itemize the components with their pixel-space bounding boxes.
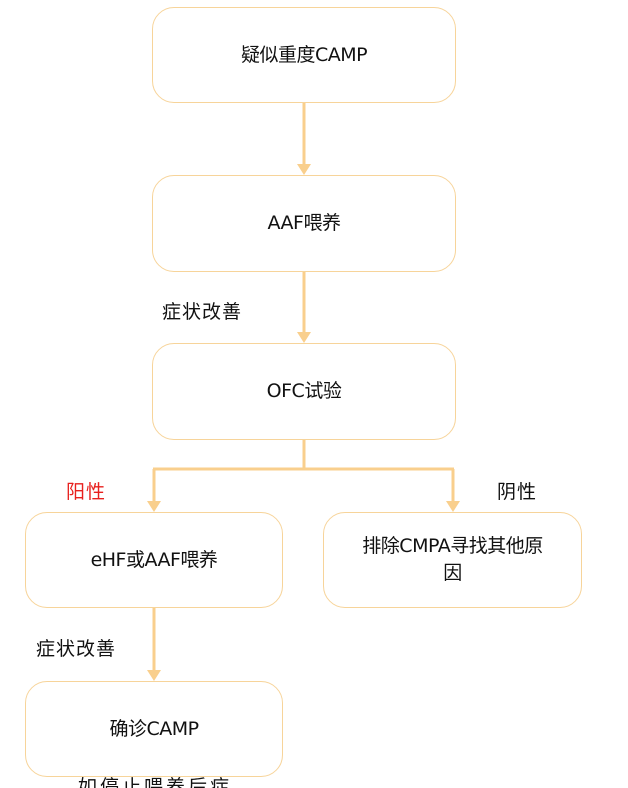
- node-aaf-feeding-text: AAF喂养: [267, 212, 341, 234]
- label-positive: 阳性: [66, 481, 107, 503]
- node-ehf-or-aaf-feeding-text: eHF或AAF喂养: [90, 548, 218, 571]
- node-diagnose-camp: 确诊CAMP: [25, 681, 283, 777]
- arrow-suspected-to-aaf: [297, 103, 311, 175]
- node-exclude-cmpa-text: 排除CMPA寻找其他原因: [362, 535, 543, 584]
- cut-off-text: 如停止喂养后症: [78, 776, 233, 788]
- node-suspected-severe-camp: 疑似重度CAMP: [152, 7, 456, 103]
- node-aaf-feeding: AAF喂养: [152, 175, 456, 272]
- arrow-to-ehf: [147, 469, 161, 512]
- node-ofc-test: OFC试验: [152, 343, 456, 440]
- arrow-aaf-to-ofc: [297, 272, 311, 343]
- label-symptom-improved-2: 症状改善: [36, 638, 117, 660]
- node-exclude-cmpa: 排除CMPA寻找其他原因: [323, 512, 582, 608]
- node-suspected-severe-camp-text: 疑似重度CAMP: [240, 43, 368, 66]
- arrow-ehf-to-diagnose: [147, 608, 161, 681]
- node-ehf-or-aaf-feeding: eHF或AAF喂养: [25, 512, 283, 608]
- label-negative: 阴性: [497, 481, 538, 503]
- label-symptom-improved-1: 症状改善: [162, 301, 243, 323]
- arrow-to-exclude: [446, 469, 460, 512]
- node-diagnose-camp-text: 确诊CAMP: [109, 717, 199, 740]
- split-connector: [153, 440, 454, 471]
- node-ofc-test-text: OFC试验: [266, 380, 342, 402]
